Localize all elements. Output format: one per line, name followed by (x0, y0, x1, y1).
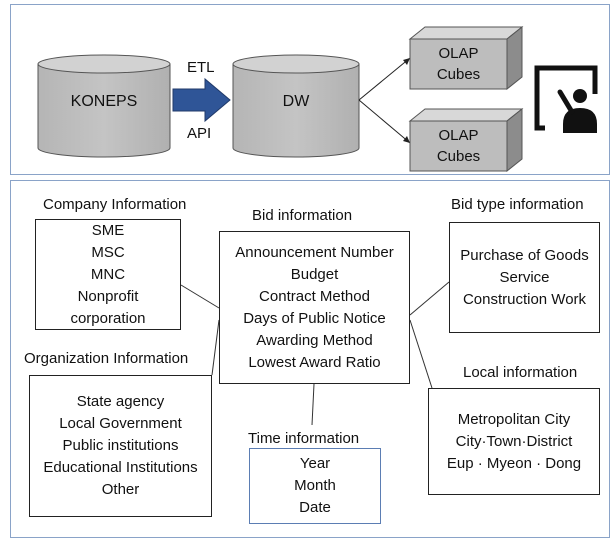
cube-label-line2: Cubes (436, 66, 481, 83)
koneps-database (37, 54, 171, 158)
time-info-title: Time information (248, 430, 360, 447)
connector-lines (180, 281, 450, 426)
organization-item: Local Government (59, 415, 182, 432)
bid-type-info-title: Bid type information (451, 196, 584, 213)
organization-item: State agency (76, 393, 165, 410)
olap-cube-2 (408, 107, 524, 173)
local-item: Eup · Myeon · Dong (446, 454, 582, 472)
etl-arrow (172, 77, 231, 123)
api-label: API (187, 125, 212, 142)
company-info-title: Company Information (43, 196, 187, 213)
local-info-box: Metropolitan City City·Town·District Eup… (428, 388, 600, 495)
organization-item: Educational Institutions (43, 459, 198, 476)
bid-type-item: Construction Work (462, 290, 587, 308)
time-item: Year (299, 455, 331, 472)
bid-item: Announcement Number (235, 243, 394, 261)
dimensions-panel (10, 180, 610, 538)
company-item: MSC (91, 243, 125, 261)
time-item: Month (294, 477, 336, 494)
olap-cube-1 (408, 25, 524, 91)
local-info-title: Local information (463, 364, 578, 381)
koneps-label: KONEPS (70, 93, 138, 110)
bid-item: Contract Method (259, 287, 370, 305)
bid-info-title: Bid information (252, 207, 353, 224)
bid-type-item: Service (499, 268, 550, 286)
company-info-box: SME MSC MNC Nonprofit corporation (35, 219, 181, 330)
presenter-icon (534, 65, 598, 133)
etl-label: ETL (187, 59, 215, 76)
organization-info-box: State agency Local Government Public ins… (29, 375, 212, 517)
company-item: corporation (70, 309, 146, 327)
bid-info-box: Announcement Number Budget Contract Meth… (219, 231, 410, 384)
olap-cube-2-label: OLAP Cubes (410, 125, 507, 167)
organization-item: Public institutions (62, 437, 179, 454)
cube-label-line1: OLAP (438, 127, 479, 144)
local-item: City·Town·District (455, 432, 573, 450)
organization-item: Other (101, 481, 140, 498)
cube-label-line2: Cubes (436, 148, 481, 165)
local-item: Metropolitan City (457, 410, 571, 428)
time-item: Date (299, 499, 331, 516)
architecture-panel (10, 4, 610, 175)
bid-type-info-box: Purchase of Goods Service Construction W… (449, 222, 600, 333)
dw-label: DW (282, 93, 310, 110)
cube-label-line1: OLAP (438, 45, 479, 62)
bid-item: Awarding Method (256, 331, 373, 349)
bid-item: Lowest Award Ratio (248, 353, 381, 371)
company-item: Nonprofit (77, 287, 139, 305)
bid-item: Days of Public Notice (243, 309, 386, 327)
organization-info-title: Organization Information (24, 350, 189, 367)
company-item: MNC (90, 265, 126, 283)
company-item: SME (91, 221, 125, 239)
bid-type-item: Purchase of Goods (460, 246, 589, 264)
time-info-box: Year Month Date (249, 448, 381, 524)
bid-item: Budget (290, 265, 339, 283)
dw-database (232, 54, 360, 158)
olap-cube-1-label: OLAP Cubes (410, 43, 507, 85)
